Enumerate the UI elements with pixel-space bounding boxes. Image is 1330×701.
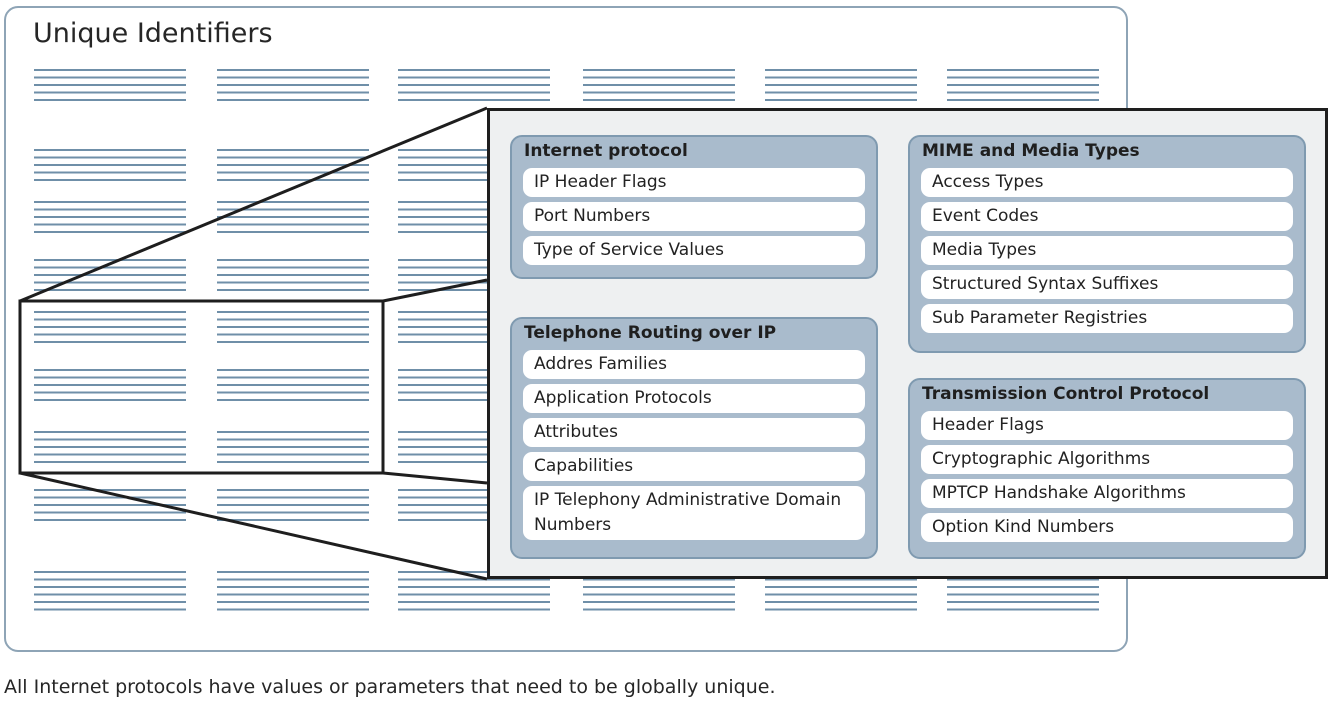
group-title: Internet protocol [524, 141, 688, 161]
registry-item: Cryptographic Algorithms [921, 445, 1293, 474]
registry-item: Attributes [523, 418, 865, 447]
group-telephone-routing-over-ip: Telephone Routing over IP Addres Familie… [510, 317, 878, 559]
group-mime-and-media-types: MIME and Media Types Access Types Event … [908, 135, 1306, 353]
zoom-callout-line [19, 106, 488, 303]
registry-item: Sub Parameter Registries [921, 304, 1293, 333]
registry-item: MPTCP Handshake Algorithms [921, 479, 1293, 508]
group-title: MIME and Media Types [922, 141, 1140, 161]
group-transmission-control-protocol: Transmission Control Protocol Header Fla… [908, 378, 1306, 559]
registry-item: Header Flags [921, 411, 1293, 440]
group-title: Transmission Control Protocol [922, 384, 1210, 404]
registry-item: IP Telephony Administrative Domain Numbe… [523, 486, 865, 540]
diagram-caption: All Internet protocols have values or pa… [4, 676, 776, 698]
zoom-panel: Internet protocol IP Header Flags Port N… [487, 108, 1328, 579]
diagram-title: Unique Identifiers [33, 18, 273, 49]
registry-item: Capabilities [523, 452, 865, 481]
registry-item: Type of Service Values [523, 236, 865, 265]
registry-item: Access Types [921, 168, 1293, 197]
registry-item: Addres Families [523, 350, 865, 379]
registry-item: Event Codes [921, 202, 1293, 231]
registry-item: IP Header Flags [523, 168, 865, 197]
zoom-callout-line [382, 278, 488, 303]
registry-item: Option Kind Numbers [921, 513, 1293, 542]
registry-item: Port Numbers [523, 202, 865, 231]
group-title: Telephone Routing over IP [524, 323, 777, 343]
registry-item: Media Types [921, 236, 1293, 265]
zoom-callout-line [382, 471, 488, 485]
zoom-source-rect [18, 299, 385, 475]
group-internet-protocol: Internet protocol IP Header Flags Port N… [510, 135, 878, 279]
registry-item: Structured Syntax Suffixes [921, 270, 1293, 299]
registry-item: Application Protocols [523, 384, 865, 413]
zoom-callout-line [19, 471, 488, 581]
